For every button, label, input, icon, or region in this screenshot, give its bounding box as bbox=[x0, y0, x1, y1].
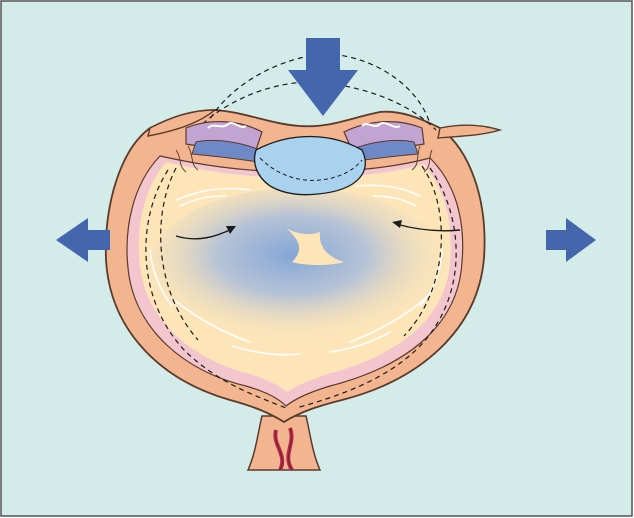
vitreous-flow bbox=[148, 188, 448, 348]
lens bbox=[255, 137, 366, 195]
